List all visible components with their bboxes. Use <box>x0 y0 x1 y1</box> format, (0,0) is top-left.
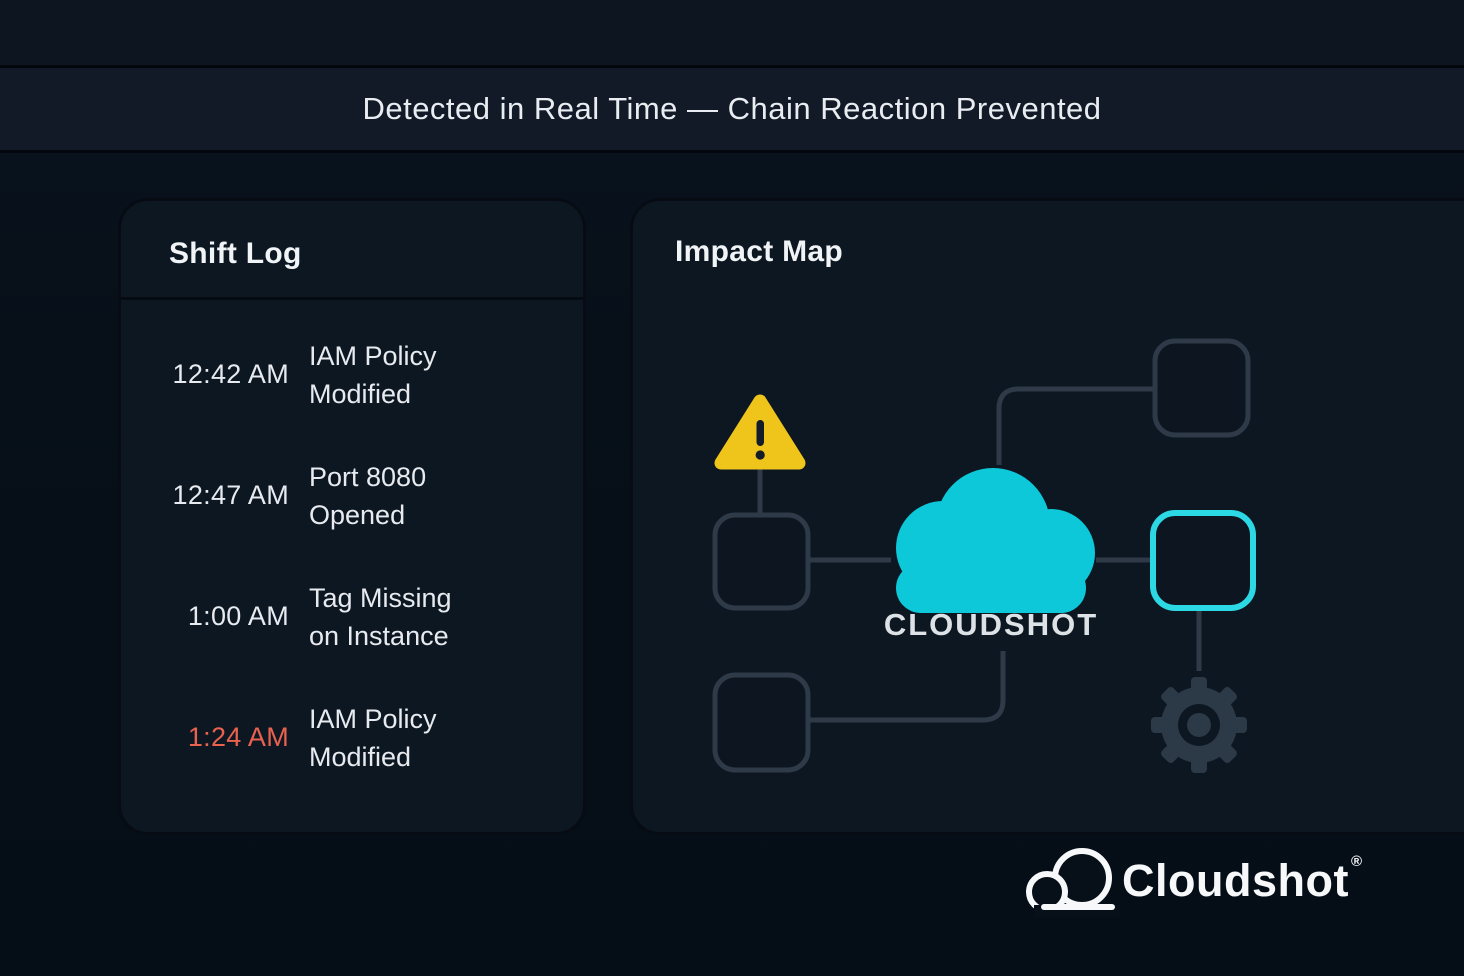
impact-map-diagram: CLOUDSHOT <box>712 338 1256 773</box>
gear-hub <box>1187 713 1211 737</box>
log-event: Tag Missing on Instance <box>309 582 452 651</box>
top-strip <box>0 0 1464 65</box>
warning-exclamation-dot <box>755 450 765 460</box>
cloud-label: CLOUDSHOT <box>884 607 1098 642</box>
shift-log-rows: 12:42 AM IAM Policy Modified 12:47 AM Po… <box>121 300 583 798</box>
node-left-middle <box>712 512 811 611</box>
log-row: 1:24 AM IAM Policy Modified <box>121 677 583 798</box>
registered-mark: ® <box>1350 853 1363 870</box>
connector-cloud-to-bottomleft <box>808 651 1006 723</box>
log-row: 12:42 AM IAM Policy Modified <box>121 314 583 435</box>
log-time: 1:24 AM <box>187 722 289 752</box>
cloud-icon <box>896 468 1095 613</box>
banner-title: Detected in Real Time — Chain Reaction P… <box>362 91 1102 126</box>
log-time: 12:42 AM <box>172 359 289 389</box>
brand-cloud-icon <box>1026 848 1120 917</box>
brand-name: Cloudshot <box>1122 855 1349 906</box>
warning-exclamation-bar <box>756 420 764 446</box>
log-row: 1:00 AM Tag Missing on Instance <box>121 556 583 677</box>
shift-log-panel: Shift Log 12:42 AM IAM Policy Modified 1… <box>118 198 586 835</box>
shift-log-title: Shift Log <box>169 237 302 270</box>
log-time: 12:47 AM <box>172 480 289 510</box>
log-row: 12:47 AM Port 8080 Opened <box>121 435 583 556</box>
warning-triangle-icon <box>714 394 806 470</box>
cloud-base <box>896 563 1086 613</box>
log-event: IAM Policy Modified <box>309 703 437 772</box>
impact-map-panel: Impact Map CLO <box>630 198 1464 835</box>
log-event: Port 8080 Opened <box>309 461 427 530</box>
node-bottom-left <box>712 672 811 773</box>
connector-cloud-to-topright <box>996 386 1155 465</box>
impact-map-title: Impact Map <box>675 235 844 268</box>
impact-map-header: Impact Map <box>633 201 1464 269</box>
connector-lines <box>757 386 1202 723</box>
log-time: 1:00 AM <box>187 601 289 631</box>
log-event: IAM Policy Modified <box>309 340 437 409</box>
node-highlighted <box>1150 510 1256 611</box>
node-top-right <box>1152 338 1251 438</box>
brand-logo: Cloudshot ® <box>1022 845 1362 917</box>
header-banner: Detected in Real Time — Chain Reaction P… <box>0 65 1464 153</box>
shift-log-header: Shift Log <box>121 201 583 300</box>
gear-icon <box>1151 677 1247 773</box>
